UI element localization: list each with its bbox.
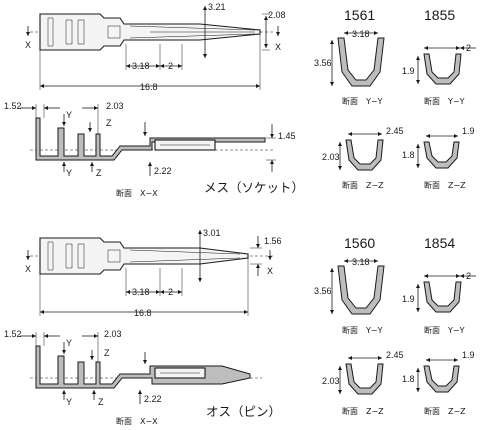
pin-col1-yy-caption: 断面 Y−Y [342, 325, 383, 335]
socket-col2-yy-height: 1.9 [402, 66, 415, 76]
pin-dim-width: 1.56 [264, 236, 282, 246]
pin-col1-sections: 1560 3.18 3.56 断面 Y−Y 2.45 2.03 断面 Z−Z [314, 235, 404, 416]
pin-mark-y-top: Y [66, 338, 72, 348]
pin-section: X X 1.56 3.01 3.18 2 16.8 [4, 228, 476, 426]
pin-dim-barrel: 3.01 [203, 228, 221, 238]
socket-dim-152: 1.52 [4, 101, 22, 111]
pin-caption-xx: 断面 X−X [116, 416, 158, 426]
socket-caption-xx: 断面 X−X [116, 188, 158, 198]
socket-dim-total: 16.8 [140, 82, 158, 92]
pin-section-mark-left: X [25, 264, 31, 274]
socket-col1-zz-height: 2.03 [322, 152, 340, 162]
pin-col1-zz-caption: 断面 Z−Z [342, 406, 384, 416]
pin-mark-z-top: Z [104, 348, 110, 358]
pin-col2-zz-caption: 断面 Z−Z [424, 406, 466, 416]
pin-top-view: X X 1.56 3.01 3.18 2 16.8 [25, 228, 282, 318]
socket-dim-203: 2.03 [106, 101, 124, 111]
socket-section: X X 2.08 3.21 3.18 2 16.8 [4, 2, 476, 198]
socket-col2-yy-caption: 断面 Y−Y [424, 96, 465, 106]
socket-title: メス（ソケット） [204, 180, 304, 195]
pin-section-mark-right: X [267, 266, 273, 276]
socket-col1-yy-width: 3.18 [352, 29, 370, 39]
socket-col1-sections: 1561 3.18 3.56 断面 Y−Y 2.45 2.03 断面 Z−Z [314, 7, 404, 190]
socket-section-mark-right: X [275, 42, 281, 52]
pin-col2-yy-height: 1.9 [402, 294, 415, 304]
pin-dim-total: 16.8 [134, 308, 152, 318]
socket-col1-yy-caption: 断面 Y−Y [342, 96, 383, 106]
pin-part-number-2: 1854 [424, 235, 455, 251]
pin-col1-yy-height: 3.56 [314, 286, 332, 296]
socket-top-view: X X 2.08 3.21 3.18 2 16.8 [25, 2, 286, 92]
pin-dim-152: 1.52 [4, 329, 22, 339]
pin-dim-203: 2.03 [104, 329, 122, 339]
pin-mark-y-bottom: Y [66, 397, 72, 407]
pin-part-number-1: 1560 [344, 235, 375, 251]
socket-dim-2: 2 [168, 61, 173, 71]
pin-col2-zz-width: 1.9 [462, 350, 475, 360]
socket-col2-zz-width: 1.9 [462, 126, 475, 136]
socket-mark-y-top: Y [66, 110, 72, 120]
pin-dim-222: 2.22 [144, 394, 162, 404]
socket-col2-yy-width: 2 [466, 43, 471, 53]
pin-col1-zz-height: 2.03 [322, 376, 340, 386]
socket-mark-y-bottom: Y [66, 168, 72, 178]
socket-dim-width: 2.08 [268, 10, 286, 20]
socket-part-number-1: 1561 [344, 7, 375, 23]
socket-col1-zz-width: 2.45 [386, 126, 404, 136]
pin-col2-sections: 1854 2 1.9 断面 Y−Y 1.9 1.8 断面 Z−Z [402, 235, 476, 416]
pin-col2-yy-width: 2 [466, 271, 471, 281]
pin-side-view: 1.52 2.03 Y Y Z Z 2.22 断面 X−X [4, 329, 262, 426]
socket-part-number-2: 1855 [424, 7, 455, 23]
pin-title: オス（ピン） [206, 404, 281, 419]
socket-col2-zz-caption: 断面 Z−Z [424, 180, 466, 190]
pin-col2-zz-height: 1.8 [402, 374, 415, 384]
socket-dim-318: 3.18 [132, 61, 150, 71]
socket-col1-yy-height: 3.56 [314, 58, 332, 68]
socket-mark-z-bottom: Z [96, 168, 102, 178]
socket-dim-barrel: 3.21 [208, 2, 226, 12]
pin-mark-z-bottom: Z [98, 397, 104, 407]
pin-dim-318: 3.18 [132, 287, 150, 297]
socket-col1-zz-caption: 断面 Z−Z [342, 180, 384, 190]
pin-dim-2: 2 [168, 287, 173, 297]
pin-col1-yy-width: 3.18 [352, 257, 370, 267]
socket-col2-zz-height: 1.8 [402, 150, 415, 160]
socket-side-view: 1.52 2.03 Y Y Z Z 2.22 1.45 [4, 101, 296, 198]
socket-dim-222: 2.22 [154, 166, 172, 176]
socket-mark-z-top: Z [106, 118, 112, 128]
socket-section-mark-left: X [25, 40, 31, 50]
socket-col2-sections: 1855 2 1.9 断面 Y−Y 1.9 1.8 断面 Z−Z [402, 7, 476, 190]
pin-col2-yy-caption: 断面 Y−Y [424, 325, 465, 335]
socket-dim-145: 1.45 [278, 131, 296, 141]
pin-col1-zz-width: 2.45 [386, 350, 404, 360]
